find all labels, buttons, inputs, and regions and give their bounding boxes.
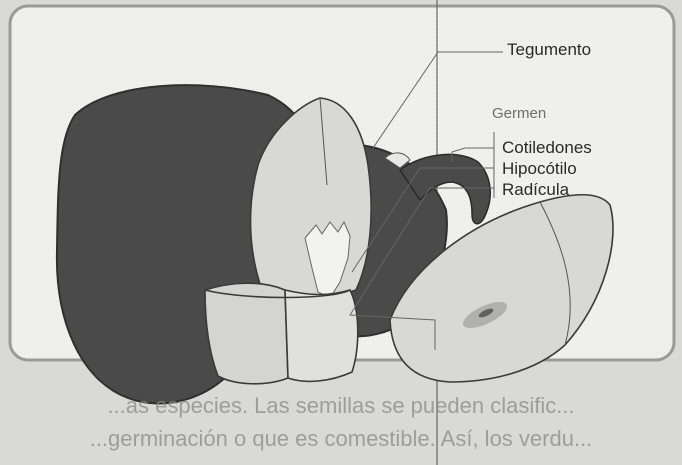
label-germen: Germen xyxy=(492,106,546,121)
label-cotiledones: Cotiledones xyxy=(502,139,592,156)
label-hipocotilo: Hipocótilo xyxy=(502,160,577,177)
page-body-text-line-2: ...germinación o que es comestible. Así,… xyxy=(0,428,682,450)
page-body-text-line-1: ...as especies. Las semillas se pueden c… xyxy=(0,395,682,417)
cut-block-right xyxy=(285,290,358,381)
label-radicula: Radícula xyxy=(502,181,569,198)
cut-block-left xyxy=(205,283,288,384)
label-tegumento: Tegumento xyxy=(507,41,591,58)
